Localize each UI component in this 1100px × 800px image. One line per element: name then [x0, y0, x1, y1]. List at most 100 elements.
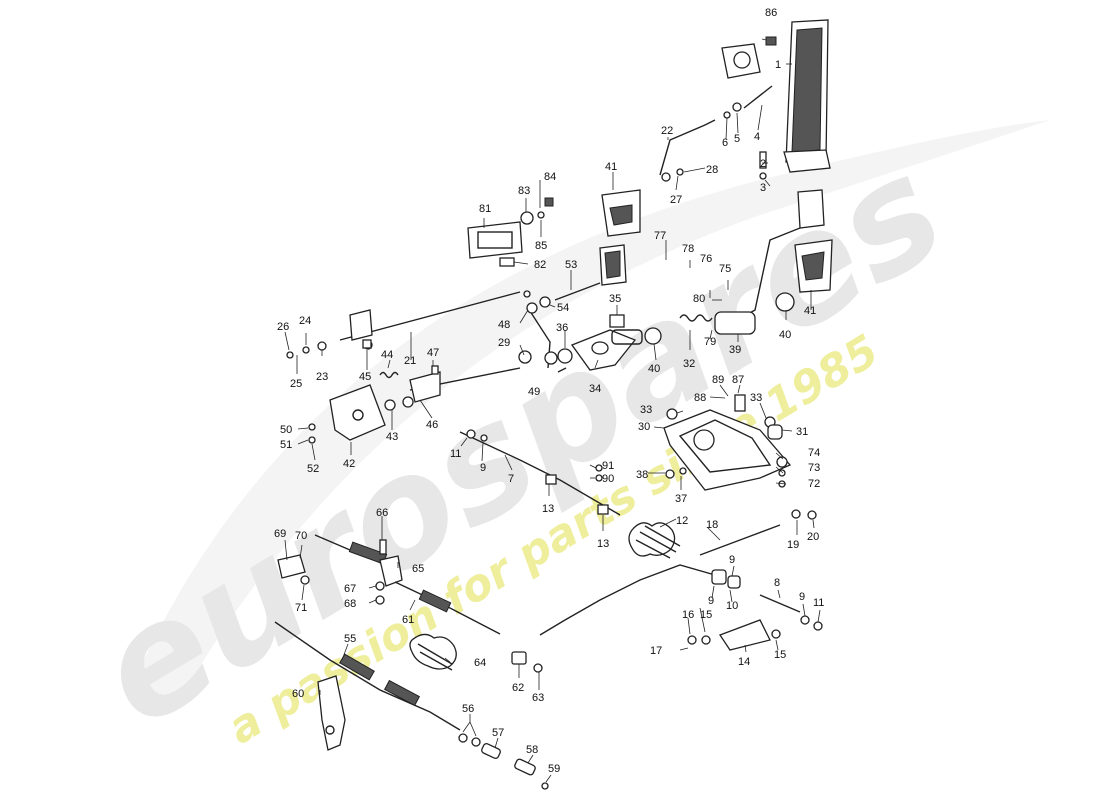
callout-40a: 40: [648, 363, 660, 375]
callout-1: 1: [775, 59, 781, 71]
callout-80: 80: [693, 293, 705, 305]
callout-22: 22: [661, 125, 673, 137]
callout-10: 10: [726, 600, 738, 612]
callout-28: 28: [706, 164, 718, 176]
callout-14: 14: [738, 656, 750, 668]
callout-7: 7: [508, 473, 514, 485]
callout-9b: 9: [729, 554, 735, 566]
callout-8: 8: [774, 577, 780, 589]
callout-44: 44: [381, 349, 393, 361]
callout-56: 56: [462, 703, 474, 715]
callout-85: 85: [535, 240, 547, 252]
callout-43: 43: [386, 431, 398, 443]
callout-49: 49: [528, 386, 540, 398]
callout-84: 84: [544, 171, 556, 183]
callout-36: 36: [556, 322, 568, 334]
callout-87: 87: [732, 374, 744, 386]
callout-63: 63: [532, 692, 544, 704]
callout-38: 38: [636, 469, 648, 481]
callout-65: 65: [412, 563, 424, 575]
callout-17: 17: [650, 645, 662, 657]
accelerator-pedal: [783, 19, 831, 173]
callout-70: 70: [295, 530, 307, 542]
callout-73: 73: [808, 462, 820, 474]
callout-39: 39: [729, 344, 741, 356]
callout-60: 60: [292, 688, 304, 700]
callout-55: 55: [344, 633, 356, 645]
callout-33b: 33: [750, 392, 762, 404]
callout-12: 12: [676, 515, 688, 527]
callout-67: 67: [344, 583, 356, 595]
callout-51: 51: [280, 439, 292, 451]
parts: [274, 19, 833, 790]
callout-30: 30: [638, 421, 650, 433]
callout-57: 57: [492, 727, 504, 739]
callout-41b: 41: [804, 305, 816, 317]
callout-59: 59: [548, 763, 560, 775]
callout-76: 76: [700, 253, 712, 265]
callout-20: 20: [807, 531, 819, 543]
callout-32: 32: [683, 358, 695, 370]
pedal-mount: [721, 36, 777, 79]
callout-29: 29: [498, 337, 510, 349]
callout-13a: 13: [542, 503, 554, 515]
callout-62: 62: [512, 682, 524, 694]
callout-37: 37: [675, 493, 687, 505]
callout-72: 72: [808, 478, 820, 490]
callout-81: 81: [479, 203, 491, 215]
callout-18: 18: [706, 519, 718, 531]
callout-16: 16: [682, 609, 694, 621]
callout-24: 24: [299, 315, 311, 327]
callout-5: 5: [734, 133, 740, 145]
callout-15a: 15: [700, 609, 712, 621]
callout-11a: 11: [450, 448, 461, 460]
callout-3: 3: [760, 182, 766, 194]
callout-48: 48: [498, 319, 510, 331]
callout-34: 34: [589, 383, 601, 395]
callout-19: 19: [787, 539, 799, 551]
callout-53: 53: [565, 259, 577, 271]
callout-86: 86: [765, 7, 777, 19]
callout-69: 69: [274, 528, 286, 540]
callout-45: 45: [359, 371, 371, 383]
callout-90: 90: [602, 473, 614, 485]
callout-50: 50: [280, 424, 292, 436]
callout-9d: 9: [799, 591, 805, 603]
callout-27: 27: [670, 194, 682, 206]
callout-91: 91: [602, 460, 614, 472]
callout-2: 2: [760, 158, 766, 170]
callout-11b: 11: [813, 597, 824, 609]
callout-23: 23: [316, 371, 328, 383]
callout-6: 6: [722, 137, 728, 149]
callout-89: 89: [712, 374, 724, 386]
callout-64: 64: [474, 657, 486, 669]
callout-41a: 41: [605, 161, 617, 173]
callout-88: 88: [694, 392, 706, 404]
callout-68: 68: [344, 598, 356, 610]
callout-52: 52: [307, 463, 319, 475]
callout-75: 75: [719, 263, 731, 275]
callout-33a: 33: [640, 404, 652, 416]
callout-4: 4: [754, 131, 760, 143]
callout-46: 46: [426, 419, 438, 431]
callout-79: 79: [704, 336, 716, 348]
callout-74: 74: [808, 447, 820, 459]
callout-21: 21: [404, 355, 416, 367]
callout-9c: 9: [708, 595, 714, 607]
callout-61: 61: [402, 614, 414, 626]
callout-15b: 15: [774, 649, 786, 661]
callout-42: 42: [343, 458, 355, 470]
watermark: eurospares a passion for parts since 198…: [69, 120, 1050, 761]
callout-40b: 40: [779, 329, 791, 341]
callout-labels: 1 2 3 4 5 6 7 8 9 9 9 9 10 11 11 12 13 1…: [274, 7, 824, 775]
callout-31: 31: [796, 426, 808, 438]
callout-78: 78: [682, 243, 694, 255]
callout-47: 47: [427, 347, 439, 359]
callout-58: 58: [526, 744, 538, 756]
callout-35: 35: [609, 293, 621, 305]
callout-9a: 9: [480, 462, 486, 474]
callout-82: 82: [534, 259, 546, 271]
callout-54: 54: [557, 302, 569, 314]
callout-66: 66: [376, 507, 388, 519]
